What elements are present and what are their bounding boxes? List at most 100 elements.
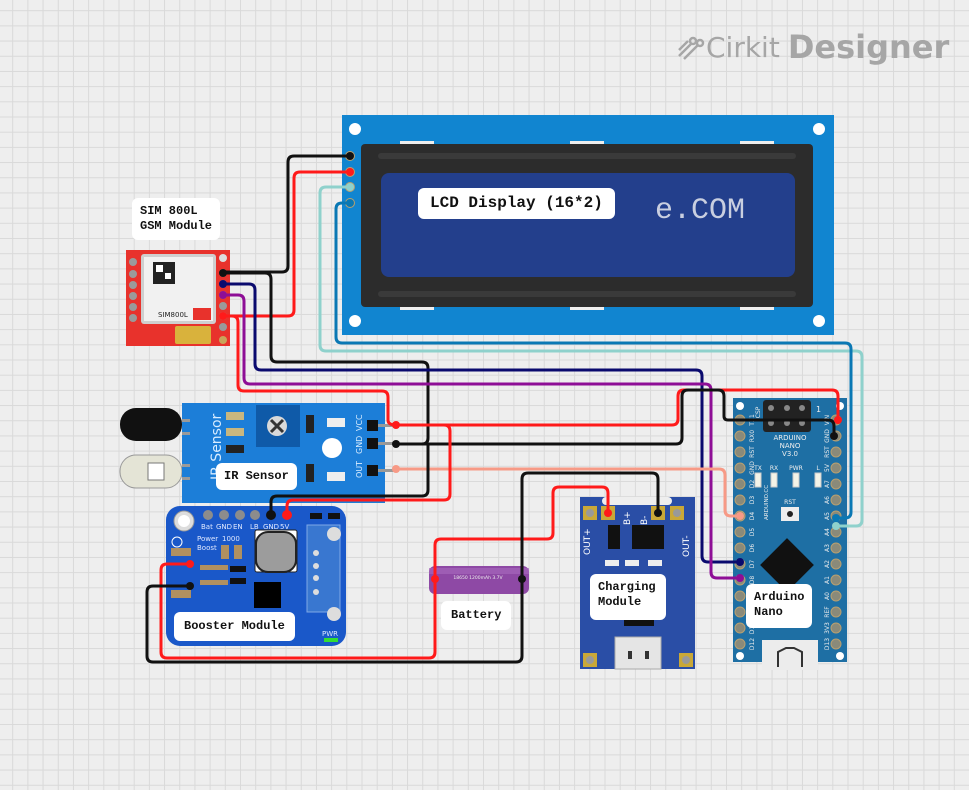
battery-component[interactable]: 18650 1200mAh 3.7V [429, 566, 529, 594]
ir-sensor-component[interactable]: IR Sensor VCC GND OUT [119, 403, 396, 503]
icsp-header [763, 400, 811, 432]
mount-hole [349, 123, 361, 135]
wire-battery-booster [159, 562, 437, 660]
arduino-pin-d2[interactable] [734, 478, 746, 490]
led-label-rx: RX [770, 465, 778, 472]
lcd-bezel-slot [378, 291, 796, 297]
capacitor [175, 326, 211, 344]
arduino-pin-label: D3 [749, 496, 756, 505]
arduino-pin-rst[interactable] [830, 446, 842, 458]
lcd-display-component[interactable]: e.COM [342, 115, 834, 335]
arduino-pin-d9[interactable] [734, 590, 746, 602]
arduino-pin-label: A2 [824, 560, 831, 568]
arduino-pin-d3[interactable] [734, 494, 746, 506]
arduino-pin-d12[interactable] [734, 638, 746, 650]
arduino-pin-label: 3V3 [824, 622, 831, 634]
trim-screw-icon [269, 418, 285, 434]
arduino-pin-ref[interactable] [830, 606, 842, 618]
component [625, 560, 639, 566]
wire-gsm-rx [221, 293, 742, 580]
wire-lcd-gnd [221, 154, 352, 274]
ir-pins [367, 420, 396, 476]
wire-gsm-gnd [221, 271, 430, 446]
arduino-pin-label: REF [824, 606, 831, 618]
arduino-pin-a3[interactable] [830, 542, 842, 554]
led-label-tx: TX [753, 465, 762, 472]
lcd-tab [400, 141, 434, 144]
booster-pin-label: LB [250, 523, 259, 531]
arduino-pin-label: A4 [824, 528, 831, 536]
arduino-pin-d6[interactable] [734, 542, 746, 554]
arduino-pin-rx0[interactable] [734, 430, 746, 442]
resistor [226, 445, 244, 453]
resistor [234, 545, 242, 559]
arduino-pin-label: A1 [824, 576, 831, 584]
arduino-pin-label: D4 [749, 512, 756, 521]
arduino-pin-d13[interactable] [830, 638, 842, 650]
pad [171, 590, 191, 598]
arduino-pin-a2[interactable] [830, 558, 842, 570]
charger-ic [632, 525, 664, 549]
usb-connector-icon [777, 647, 803, 667]
arduino-pin-d5[interactable] [734, 526, 746, 538]
component [230, 566, 246, 572]
arduino-pin-d11[interactable] [734, 622, 746, 634]
arduino-pin-label: 5V [824, 463, 831, 472]
component [328, 513, 340, 519]
ir-receiver-window [147, 462, 165, 481]
component [648, 560, 662, 566]
wire-lcd-sda [318, 185, 864, 528]
component [327, 472, 345, 481]
wire-endpoints [186, 152, 842, 590]
arduino-pin-5v[interactable] [830, 462, 842, 474]
booster-pin-label: 5V [280, 523, 289, 531]
arduino-pin-gnd[interactable] [734, 462, 746, 474]
arduino-pin-label: A3 [824, 544, 831, 552]
gsm-module-component[interactable]: SIM800L [126, 250, 230, 346]
arduino-pin-label: GND [749, 461, 756, 475]
svg-text:V3.0: V3.0 [782, 450, 798, 458]
mount-hole [736, 402, 744, 410]
silk-1000: 1000 [222, 535, 240, 543]
arduino-pin-label: GND [824, 429, 831, 443]
arduino-pin-3v3[interactable] [830, 622, 842, 634]
lcd-screen-text: e.COM [655, 194, 745, 228]
arduino-pin-label: D8 [749, 576, 756, 585]
component [605, 560, 619, 566]
mount-hole [349, 315, 361, 327]
arduino-pin-a0[interactable] [830, 590, 842, 602]
mount-hole [327, 527, 341, 541]
arduino-pin-a6[interactable] [830, 494, 842, 506]
arduino-pin-a7[interactable] [830, 478, 842, 490]
arduino-pin-label: D7 [749, 560, 756, 569]
arduino-pin-rst[interactable] [734, 446, 746, 458]
led-rx [770, 472, 778, 488]
wire-ir-out [394, 467, 742, 518]
arduino-pin-label: A6 [824, 496, 831, 504]
pad [171, 548, 191, 556]
charging-module-label: Charging Module [590, 574, 666, 620]
pcb-notch [602, 497, 672, 505]
inductor [255, 531, 297, 573]
wires [145, 154, 864, 664]
arduino-pin-label: RST [824, 446, 831, 458]
micro-usb-port[interactable] [614, 636, 662, 670]
ir-sensor-label: IR Sensor [216, 463, 297, 490]
booster-top-pins [203, 510, 260, 520]
brand-name-light: Cirkit [706, 30, 780, 64]
component [624, 620, 654, 626]
gsm-chip-text: SIM800L [158, 311, 188, 319]
wire-battery-pos [433, 485, 610, 581]
booster-pin-label: GND [263, 523, 279, 531]
lcd-tab [570, 307, 604, 310]
mini-usb-port[interactable] [762, 640, 818, 670]
arduino-pin-label: A0 [824, 592, 831, 600]
arduino-pin-d10[interactable] [734, 606, 746, 618]
svg-text:B-: B- [640, 516, 650, 525]
arduino-pin-a1[interactable] [830, 574, 842, 586]
silk-power: Power [197, 535, 218, 543]
